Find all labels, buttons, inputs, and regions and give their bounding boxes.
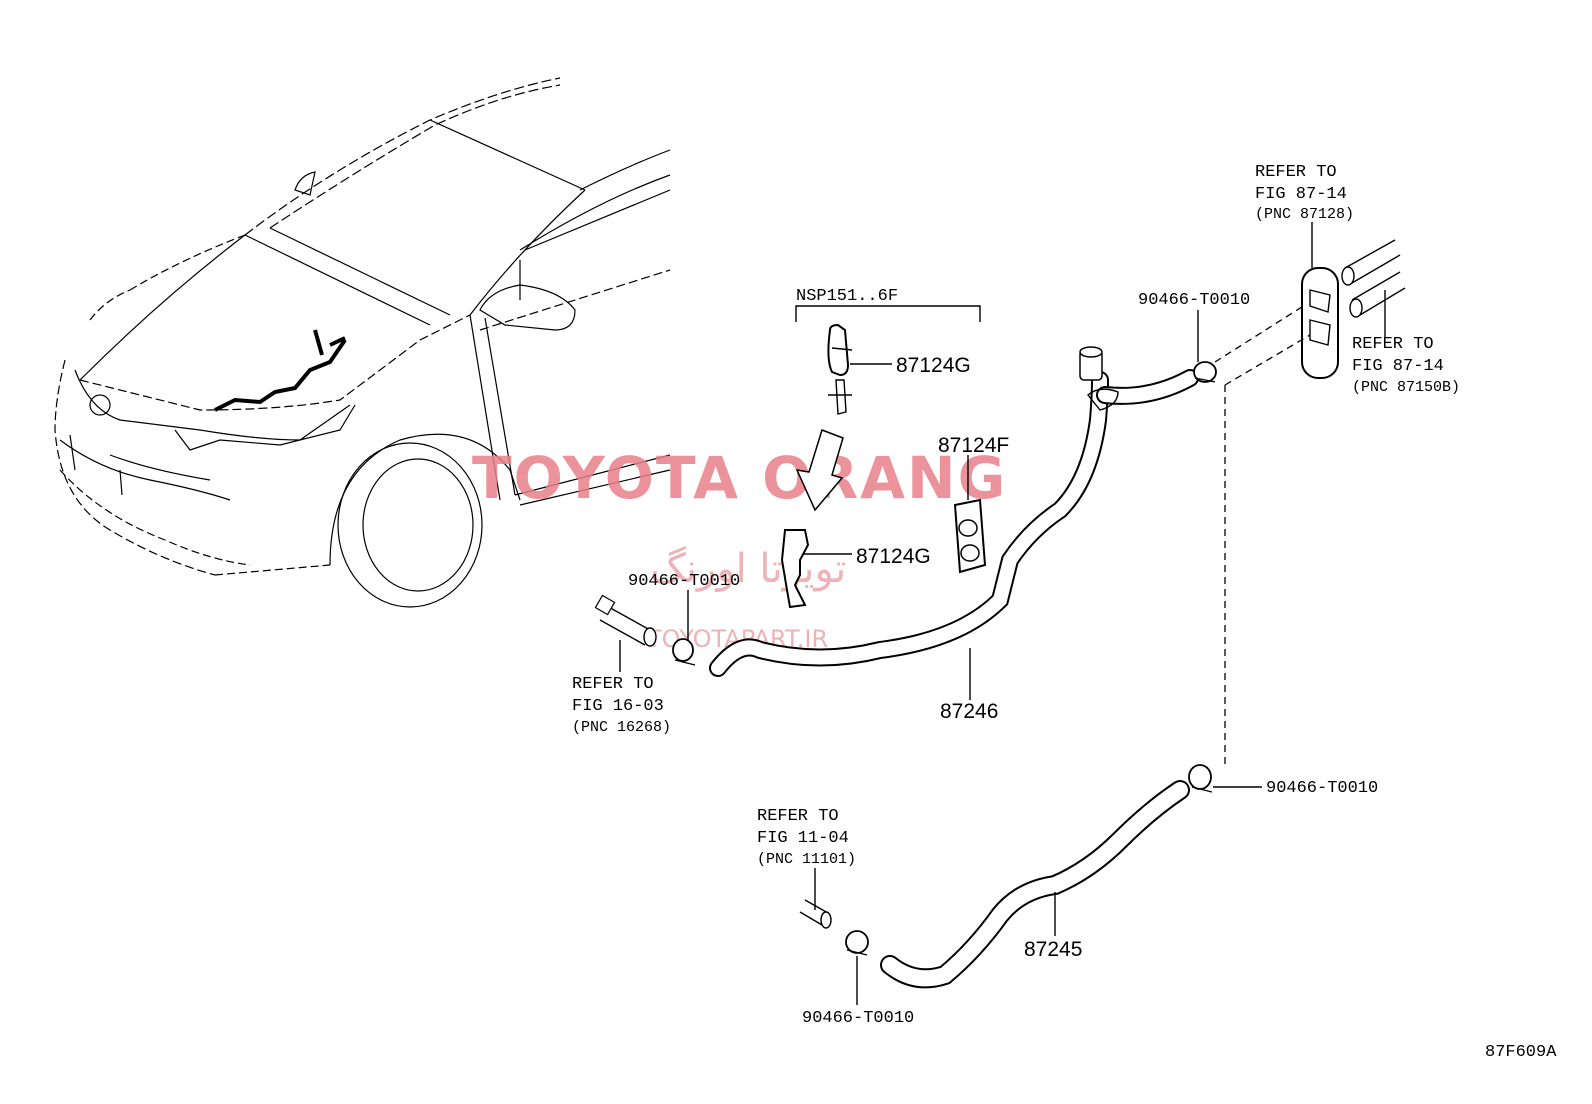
- clamp-holder-87124f[interactable]: [953, 455, 987, 574]
- ref-fig-16-03-line1: REFER TO: [572, 675, 654, 694]
- part-label-clip-bottom: 90466-T0010: [802, 1009, 914, 1028]
- part-label-clip-lower-right: 90466-T0010: [1266, 779, 1378, 798]
- arrow-down-icon: [795, 429, 844, 512]
- ref-fig-11-04-line1: REFER TO: [757, 807, 839, 826]
- part-label-87124g-bottom: 87124G: [856, 545, 931, 568]
- clamp-holder-87124g-bottom[interactable]: [780, 529, 852, 609]
- washer-connector: [1301, 222, 1406, 379]
- clip-upper-right[interactable]: [1193, 310, 1217, 383]
- group-label: NSP151..6F: [796, 287, 898, 306]
- clip-bottom[interactable]: [845, 930, 869, 1005]
- figure-code: 87F609A: [1485, 1043, 1557, 1062]
- ref-fig-16-03-line3: (PNC 16268): [572, 719, 671, 736]
- hose-87246[interactable]: [709, 346, 1199, 700]
- ref-fig-87-14-top-line1: REFER TO: [1255, 163, 1337, 182]
- part-label-87124f: 87124F: [938, 434, 1009, 457]
- ref-fig-16-03-line2: FIG 16-03: [572, 697, 664, 716]
- clamp-holder-87124g-top[interactable]: [827, 323, 892, 415]
- ref-fig-87-14-top-line3: (PNC 87128): [1255, 206, 1354, 223]
- pipe-fig-11-04: [799, 868, 832, 929]
- ref-fig-11-04: REFER TO FIG 11-04 (PNC 11101): [757, 807, 856, 868]
- part-label-87246: 87246: [940, 700, 998, 723]
- group-bracket: NSP151..6F: [795, 287, 981, 322]
- clip-left[interactable]: [672, 590, 696, 666]
- part-label-87124g-top: 87124G: [896, 354, 971, 377]
- ref-fig-87-14-right: REFER TO FIG 87-14 (PNC 87150B): [1352, 335, 1460, 396]
- ref-fig-11-04-line2: FIG 11-04: [757, 829, 849, 848]
- part-label-87245: 87245: [1024, 938, 1082, 961]
- car-illustration: [54, 77, 671, 608]
- hose-87245[interactable]: [880, 780, 1190, 989]
- ref-fig-87-14-right-line3: (PNC 87150B): [1352, 379, 1460, 396]
- ref-fig-16-03: REFER TO FIG 16-03 (PNC 16268): [572, 675, 671, 736]
- pipe-fig-16-03: [594, 594, 657, 672]
- watermark-brand: TOYOTA ORANG: [472, 444, 1007, 512]
- ref-fig-87-14-top-line2: FIG 87-14: [1255, 185, 1347, 204]
- ref-fig-87-14-right-line2: FIG 87-14: [1352, 357, 1444, 376]
- ref-fig-87-14-right-line1: REFER TO: [1352, 335, 1434, 354]
- clip-lower-right[interactable]: [1188, 764, 1262, 793]
- part-label-clip-left: 90466-T0010: [628, 572, 740, 591]
- ref-fig-87-14-top: REFER TO FIG 87-14 (PNC 87128): [1255, 163, 1354, 223]
- ref-fig-11-04-line3: (PNC 11101): [757, 851, 856, 868]
- connection-lines: [1214, 304, 1311, 765]
- part-label-clip-upper-right: 90466-T0010: [1138, 291, 1250, 310]
